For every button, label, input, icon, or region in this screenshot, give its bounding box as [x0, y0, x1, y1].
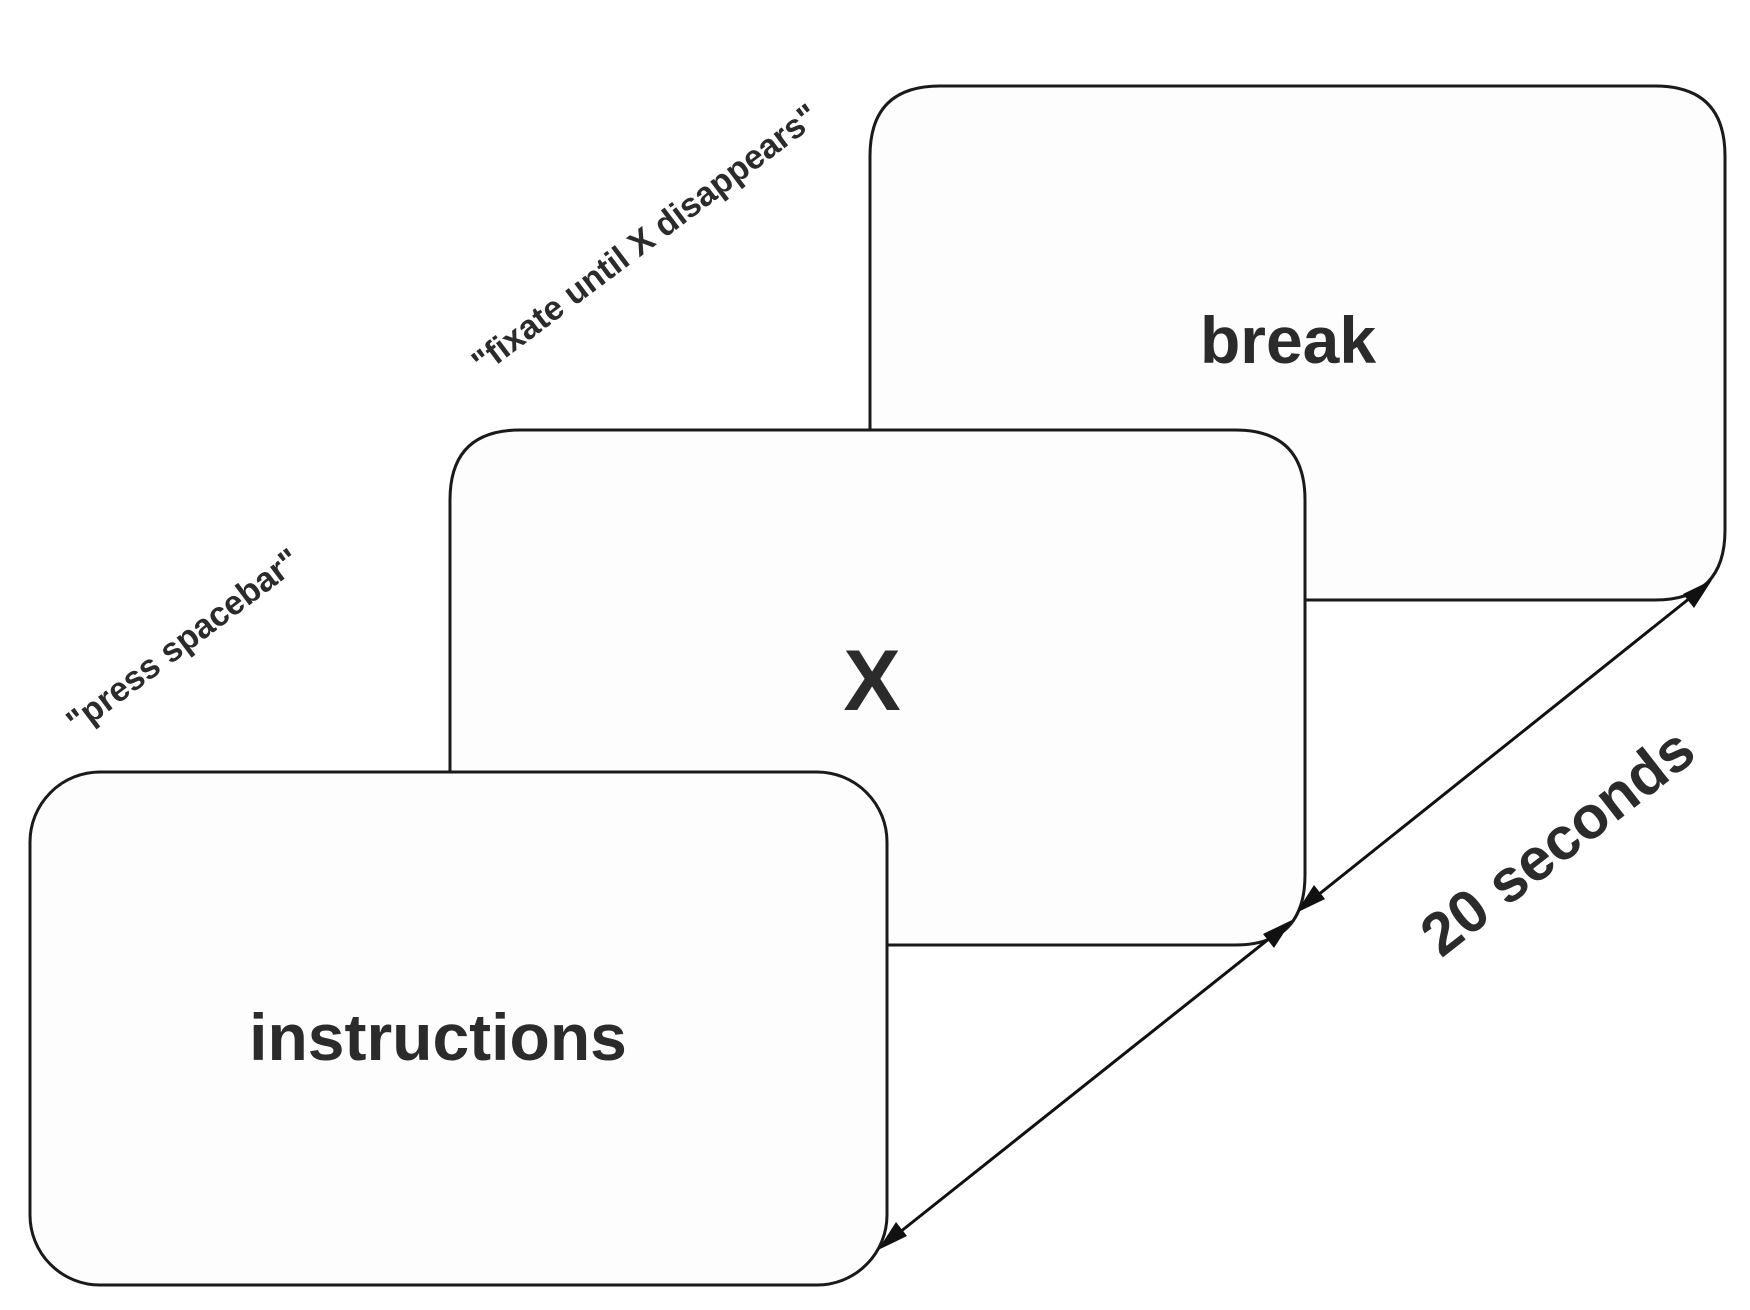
arrowhead-lower-end-icon [1263, 920, 1292, 948]
instructions-screen-label: instructions [249, 1000, 627, 1074]
duration-arrow-lower-line [889, 928, 1281, 1242]
arrowhead-upper-start-icon [1296, 885, 1325, 913]
duration-arrow-upper [1296, 580, 1712, 913]
fixation-screen-label: X [843, 633, 900, 729]
duration-arrow-lower [878, 920, 1292, 1250]
instructions-screen: instructions [28, 770, 889, 1287]
duration-label: 20 seconds [1408, 715, 1707, 969]
duration-arrow-upper-line [1307, 588, 1701, 905]
fixation-cue-text: "fixate until X disappears" [465, 97, 826, 382]
arrowhead-upper-end-icon [1683, 580, 1712, 608]
break-screen-label: break [1200, 303, 1376, 377]
instructions-cue-text: "press spacebar" [59, 541, 307, 741]
arrowhead-lower-start-icon [878, 1222, 907, 1250]
instructions-screen-frame [28, 770, 889, 1287]
